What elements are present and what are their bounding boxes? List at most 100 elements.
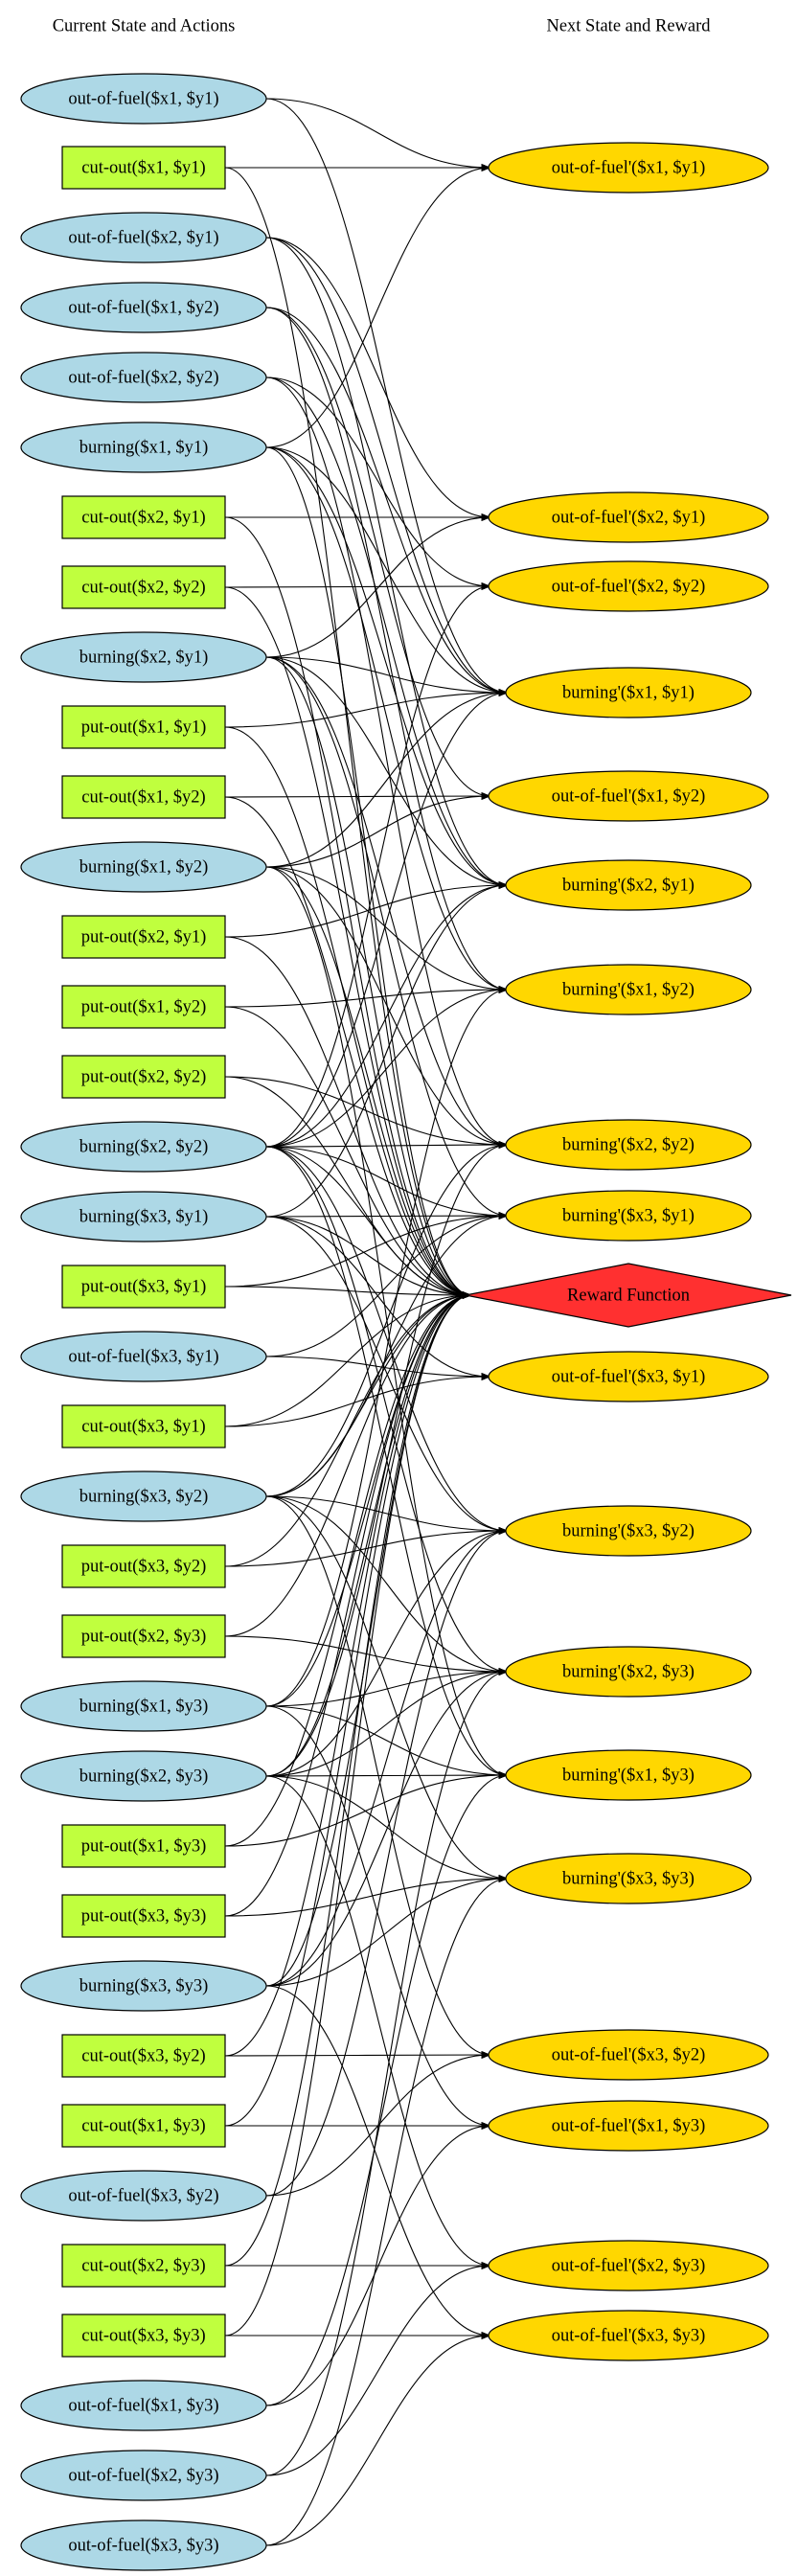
node-label: put-out($x2, $y3) <box>81 1627 207 1646</box>
edge-l16-to-r8 <box>265 1141 509 1150</box>
edge-l12-to-r14 <box>265 866 509 1779</box>
reward-node: Reward Function <box>465 1263 792 1328</box>
next-state-node-out-of-fuel-x3-y1: out-of-fuel'($x3, $y1) <box>488 1351 769 1402</box>
edge-l6-to-r10 <box>265 446 472 1299</box>
edge-l24-to-r7 <box>265 986 509 1707</box>
edge-l12-to-r4 <box>265 689 509 868</box>
node-label: burning($x3, $y3) <box>80 1976 209 1995</box>
node-label: burning($x2, $y2) <box>80 1137 209 1156</box>
edge-l12-to-r10 <box>265 866 472 1299</box>
state-ellipse <box>20 1331 267 1382</box>
node-label: cut-out($x1, $y2) <box>81 787 205 807</box>
next-state-ellipse <box>488 560 769 612</box>
state-ellipse <box>20 841 267 893</box>
state-node-out-of-fuel-x1-y1: out-of-fuel($x1, $y1) <box>20 73 267 125</box>
edge-l14-to-r7 <box>224 986 509 1008</box>
edge-l25-to-r15 <box>265 1775 509 1882</box>
action-box <box>61 1544 226 1588</box>
next-state-ellipse <box>505 964 752 1015</box>
node-label: burning'($x3, $y3) <box>562 1869 695 1888</box>
state-node-burning-x2-y2: burning($x2, $y2) <box>20 1121 267 1173</box>
node-label: out-of-fuel($x2, $y3) <box>68 2466 218 2485</box>
node-label: cut-out($x2, $y3) <box>81 2256 205 2275</box>
next-state-node-burning-x3-y2: burning'($x3, $y2) <box>505 1505 752 1557</box>
state-ellipse <box>20 1121 267 1173</box>
state-ellipse <box>20 282 267 333</box>
edge-l4-to-r5 <box>265 307 491 800</box>
action-node-put-out-x2-y2: put-out($x2, $y2) <box>61 1055 226 1099</box>
next-state-node-out-of-fuel-x1-y3: out-of-fuel'($x1, $y3) <box>488 2100 769 2152</box>
node-label: cut-out($x2, $y2) <box>81 578 205 597</box>
node-label: cut-out($x3, $y2) <box>81 2046 205 2065</box>
state-node-out-of-fuel-x1-y3: out-of-fuel($x1, $y3) <box>20 2380 267 2431</box>
state-node-out-of-fuel-x3-y3: out-of-fuel($x3, $y3) <box>20 2519 267 2571</box>
action-box <box>61 2244 226 2288</box>
node-label: out-of-fuel($x1, $y3) <box>68 2396 218 2415</box>
next-state-node-out-of-fuel-x1-y2: out-of-fuel'($x1, $y2) <box>488 770 769 822</box>
edge-l31-to-r12 <box>265 1527 509 2197</box>
action-box <box>61 915 226 959</box>
action-node-put-out-x1-y2: put-out($x1, $y2) <box>61 985 226 1029</box>
edge-l16-to-r9 <box>265 1146 509 1220</box>
next-state-ellipse <box>505 1119 752 1171</box>
edge-l16-to-r13 <box>265 1146 509 1676</box>
node-label: burning($x1, $y2) <box>80 857 209 877</box>
node-label: burning($x1, $y1) <box>80 438 209 457</box>
state-ellipse <box>20 352 267 403</box>
action-box <box>61 2104 226 2148</box>
action-box <box>61 2314 226 2358</box>
edge-l17-to-r11 <box>265 1216 491 1380</box>
action-node-cut-out-x3-y2: cut-out($x3, $y2) <box>61 2034 226 2078</box>
next-state-node-out-of-fuel-x3-y2: out-of-fuel'($x3, $y2) <box>488 2029 769 2081</box>
left-column-header: Current State and Actions <box>53 16 236 35</box>
node-label: burning'($x1, $y2) <box>562 980 695 999</box>
state-node-burning-x1-y2: burning($x1, $y2) <box>20 841 267 893</box>
node-label: out-of-fuel'($x2, $y1) <box>552 508 706 527</box>
edge-l25-to-r13 <box>265 1668 509 1777</box>
node-label: burning'($x3, $y1) <box>562 1206 695 1225</box>
next-state-node-out-of-fuel-x3-y3: out-of-fuel'($x3, $y3) <box>488 2310 769 2361</box>
action-box <box>61 1055 226 1099</box>
node-label: burning($x3, $y2) <box>80 1487 209 1506</box>
edge-l28-to-r15 <box>265 1875 509 1987</box>
next-state-ellipse <box>488 1351 769 1402</box>
action-node-put-out-x3-y2: put-out($x3, $y2) <box>61 1544 226 1588</box>
next-state-ellipse <box>488 2100 769 2152</box>
node-label: out-of-fuel($x2, $y1) <box>68 228 218 247</box>
edge-l24-to-r14 <box>265 1705 509 1779</box>
state-ellipse <box>20 631 267 683</box>
next-state-node-burning-x1-y2: burning'($x1, $y2) <box>505 964 752 1015</box>
action-node-cut-out-x2-y1: cut-out($x2, $y1) <box>61 495 226 539</box>
state-node-burning-x2-y1: burning($x2, $y1) <box>20 631 267 683</box>
node-label: put-out($x1, $y1) <box>81 718 207 737</box>
state-node-burning-x2-y3: burning($x2, $y3) <box>20 1750 267 1802</box>
edge-l23-to-r10 <box>224 1291 472 1637</box>
next-state-ellipse <box>505 1190 752 1242</box>
edge-l29-to-r16 <box>224 2051 491 2060</box>
node-label: out-of-fuel($x3, $y3) <box>68 2536 218 2555</box>
state-ellipse <box>20 2519 267 2571</box>
edges-layer <box>224 98 509 2546</box>
action-node-cut-out-x1-y1: cut-out($x1, $y1) <box>61 146 226 190</box>
node-label: out-of-fuel'($x3, $y3) <box>552 2326 706 2345</box>
next-state-ellipse <box>488 770 769 822</box>
next-state-node-out-of-fuel-x2-y2: out-of-fuel'($x2, $y2) <box>488 560 769 612</box>
edge-l10-to-r10 <box>224 726 472 1299</box>
edge-l21-to-r16 <box>265 1495 491 2059</box>
action-box <box>61 1894 226 1938</box>
node-label: out-of-fuel'($x1, $y1) <box>552 158 706 177</box>
state-node-burning-x3-y2: burning($x3, $y2) <box>20 1470 267 1522</box>
next-state-ellipse <box>505 1853 752 1904</box>
edge-l8-to-r10 <box>224 586 472 1299</box>
node-label: burning'($x2, $y1) <box>562 876 695 895</box>
edge-l9-to-r8 <box>265 656 509 1149</box>
edge-l3-to-r6 <box>265 237 509 889</box>
state-node-out-of-fuel-x3-y2: out-of-fuel($x3, $y2) <box>20 2170 267 2222</box>
next-state-node-burning-x2-y1: burning'($x2, $y1) <box>505 859 752 911</box>
node-label: burning($x3, $y1) <box>80 1207 209 1226</box>
node-label: cut-out($x3, $y3) <box>81 2326 205 2345</box>
action-box <box>61 1265 226 1309</box>
state-ellipse <box>20 1470 267 1522</box>
edge-l35-to-r13 <box>265 1668 509 2476</box>
